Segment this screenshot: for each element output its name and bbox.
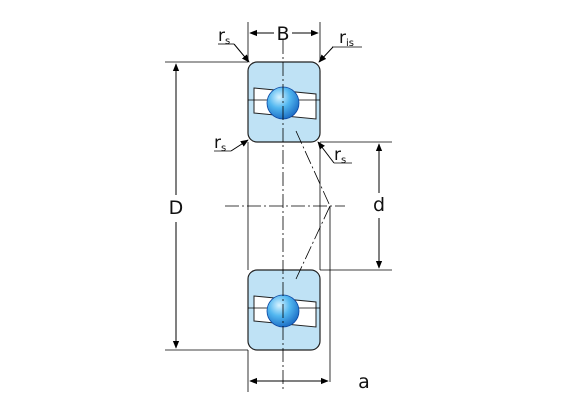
radius-callout-mid-left: rs (214, 133, 249, 154)
radius-top-left-arrow (233, 43, 250, 63)
outer-diameter-label: D (169, 197, 184, 219)
radius-mid-right-arrow (317, 141, 335, 164)
pressure-point-label: a (358, 371, 370, 393)
radius-mid-right-label: rs (334, 145, 346, 166)
width-label: B (276, 23, 289, 45)
bore-diameter-label: d (373, 194, 385, 216)
lower-bearing-section (247, 269, 321, 351)
radius-mid-right-sub: s (341, 155, 346, 166)
radius-mid-left-sub: s (221, 143, 226, 154)
radius-mid-left-arrow (230, 139, 249, 152)
radius-top-right-sub: is (346, 38, 354, 49)
radius-top-right-r: r (339, 28, 346, 48)
radius-callout-top-right: ris (318, 28, 362, 63)
radius-callout-mid-right: rs (317, 141, 352, 166)
radius-top-right-arrow (318, 46, 334, 63)
radius-top-right-label: ris (339, 28, 354, 49)
radius-top-left-r: r (218, 26, 225, 46)
upper-bearing-section (247, 61, 321, 143)
radius-top-left-label: rs (218, 26, 230, 47)
dimension-bore-diameter: d (320, 141, 392, 271)
dimension-outer-diameter: D (165, 61, 248, 351)
radius-mid-left-label: rs (214, 133, 226, 154)
radius-mid-right-r: r (334, 145, 341, 165)
dimension-pressure-point: a (247, 350, 370, 393)
radius-top-left-sub: s (225, 36, 230, 47)
contact-line-upper (295, 130, 331, 207)
dimension-width: B (247, 22, 321, 62)
contact-line-lower (295, 205, 331, 280)
radius-mid-left-r: r (214, 133, 221, 153)
radius-callout-top-left: rs (218, 26, 250, 63)
